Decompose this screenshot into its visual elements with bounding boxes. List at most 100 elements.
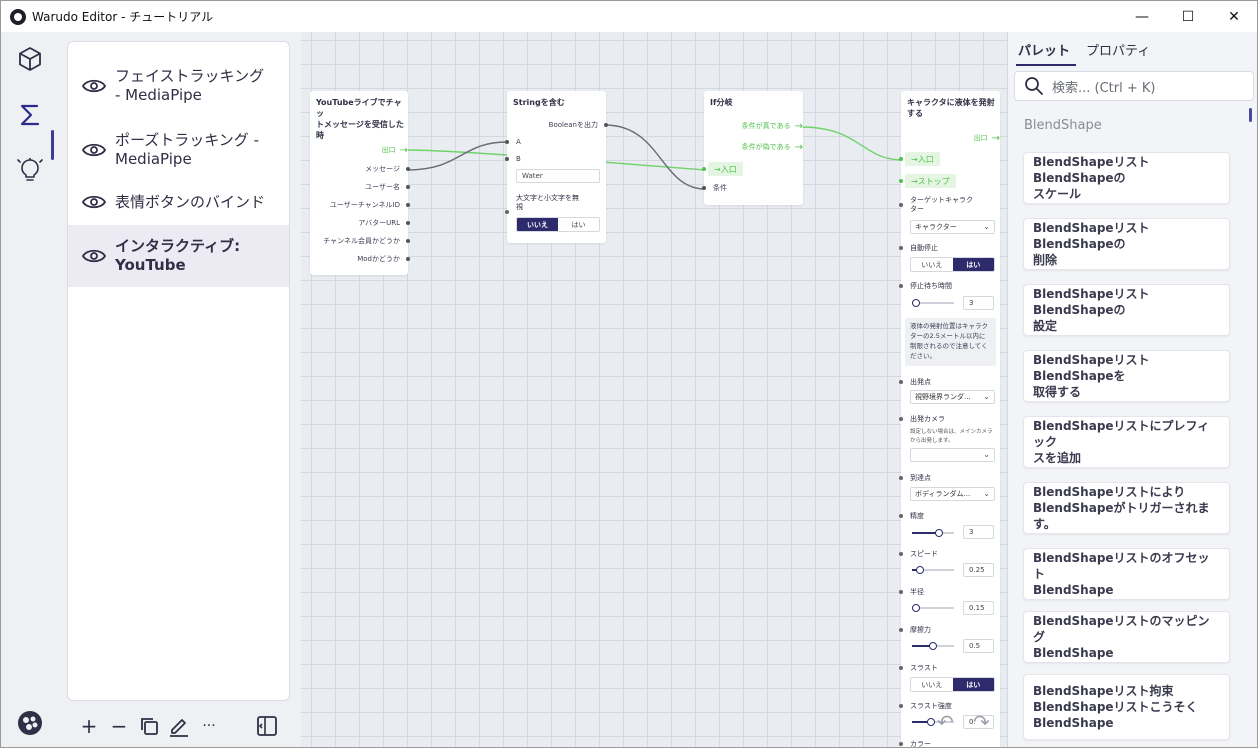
wait-time-input[interactable]: 3 xyxy=(963,296,994,310)
node-string-contains[interactable]: Stringを含む Booleanを出力 A B Water 大文字と小文字を無… xyxy=(505,91,608,243)
flow-output-port[interactable]: 出口→ xyxy=(973,132,1000,144)
flow-input-port[interactable]: → 入口 xyxy=(899,152,940,166)
data-output-port[interactable]: ユーザー名 xyxy=(365,181,410,193)
flow-output-false[interactable]: 条件が偽である→ xyxy=(741,141,803,153)
palette-item[interactable]: BlendShapeリストBlendShapeの設定 xyxy=(1023,284,1230,336)
palette-item[interactable]: BlendShapeリストBlendShapeを取得する xyxy=(1023,350,1230,402)
accuracy-input[interactable]: 3 xyxy=(963,525,994,539)
title-bar: Warudo Editor - チュートリアル — ☐ ✕ xyxy=(1,1,1257,32)
blueprint-list-panel: フェイストラッキング- MediaPipe ポーズトラッキング -MediaPi… xyxy=(67,41,290,701)
ignore-case-toggle[interactable]: いいえ はい xyxy=(516,217,600,232)
warudo-logo-icon xyxy=(18,711,42,735)
node-youtube-chat[interactable]: YouTubeライブでチャットメッセージを受信した時 出口→ メッセージ ユーザ… xyxy=(310,91,410,275)
tab-palette[interactable]: パレット xyxy=(1018,44,1071,59)
radius-slider[interactable] xyxy=(912,604,954,612)
scene-button[interactable] xyxy=(11,40,49,78)
node-canvas[interactable]: YouTubeライブでチャットメッセージを受信した時 出口→ メッセージ ユーザ… xyxy=(301,32,1008,748)
left-rail xyxy=(1,32,59,747)
stop-input-port[interactable]: → ストップ xyxy=(899,174,956,188)
string-b-input[interactable]: Water xyxy=(516,169,600,183)
speed-slider[interactable] xyxy=(912,566,954,574)
blueprint-item-face-tracking[interactable]: フェイストラッキング- MediaPipe xyxy=(68,62,289,110)
node-title: If分岐 xyxy=(710,98,733,107)
undo-icon[interactable]: ↶ xyxy=(937,710,954,734)
search-input[interactable]: 検索... (Ctrl + K) xyxy=(1014,71,1254,101)
scrollbar[interactable] xyxy=(1249,108,1252,122)
eye-icon[interactable] xyxy=(82,142,106,158)
toggle-no-option[interactable]: いいえ xyxy=(517,218,558,231)
palette-item[interactable]: BlendShapeリストにプレフィックスを追加 xyxy=(1023,416,1230,468)
thrust-strength-slider[interactable] xyxy=(912,718,954,726)
toggle-no-option[interactable]: いいえ xyxy=(911,678,953,691)
radius-input[interactable]: 0.15 xyxy=(963,601,994,615)
input-dot xyxy=(899,246,903,250)
toggle-panel-button[interactable] xyxy=(255,714,279,738)
rename-button[interactable] xyxy=(167,714,191,738)
flow-input-port[interactable]: → 入口 xyxy=(702,162,743,176)
blueprint-item-expression-binding[interactable]: 表情ボタンのバインド xyxy=(68,188,289,216)
thrust-toggle[interactable]: いいえ はい xyxy=(910,677,995,692)
friction-slider[interactable] xyxy=(912,642,954,650)
add-button[interactable]: + xyxy=(80,714,98,738)
data-output-port[interactable]: Modかどうか xyxy=(357,253,410,265)
origin-select[interactable]: 視野境界ランダ...⌄ xyxy=(910,390,995,404)
blueprint-item-pose-tracking[interactable]: ポーズトラッキング -MediaPipe xyxy=(68,126,289,174)
maximize-button[interactable]: ☐ xyxy=(1181,8,1195,25)
toggle-no-option[interactable]: いいえ xyxy=(911,258,953,271)
palette-item[interactable]: BlendShapeリストBlendShapeのスケール xyxy=(1023,152,1230,204)
node-spawn-liquid[interactable]: キャラクタに液体を発射する 出口→ → 入口 → ストップ ターゲットキャラクタ… xyxy=(899,91,1000,748)
remove-button[interactable]: − xyxy=(110,714,128,738)
condition-input-port[interactable]: 条件 xyxy=(702,182,727,194)
redo-icon[interactable]: ↷ xyxy=(973,710,990,734)
thrust-strength-input[interactable]: 0. xyxy=(963,715,994,729)
data-output-port[interactable]: チャンネル会員かどうか xyxy=(323,235,410,247)
palette-item[interactable]: BlendShapeリストBlendShapeの削除 xyxy=(1023,218,1230,270)
warudo-menu-button[interactable] xyxy=(11,704,49,742)
input-dot xyxy=(899,742,903,746)
toggle-yes-option[interactable]: はい xyxy=(558,218,599,231)
blueprint-label: 表情ボタンのバインド xyxy=(115,192,266,211)
friction-input[interactable]: 0.5 xyxy=(963,639,994,653)
toggle-yes-option[interactable]: はい xyxy=(952,678,994,691)
close-button[interactable]: ✕ xyxy=(1228,8,1240,25)
accuracy-slider[interactable] xyxy=(912,529,954,537)
data-output-port[interactable]: メッセージ xyxy=(365,163,410,175)
pencil-icon xyxy=(170,719,188,737)
auto-stop-toggle[interactable]: いいえ はい xyxy=(910,257,995,272)
eye-icon[interactable] xyxy=(82,248,106,264)
more-button[interactable]: ··· xyxy=(202,718,216,734)
node-if-branch[interactable]: If分岐 条件が真である→ 条件が偽である→ → 入口 条件 xyxy=(702,91,803,205)
blueprint-label: インタラクティブ:YouTube xyxy=(115,237,241,274)
blueprint-item-interactive-youtube[interactable]: インタラクティブ:YouTube xyxy=(68,225,289,287)
flow-output-port[interactable]: 出口→ xyxy=(381,144,408,156)
onboarding-button[interactable] xyxy=(11,152,49,190)
search-icon xyxy=(1025,77,1043,95)
eye-icon[interactable] xyxy=(82,194,106,210)
blueprint-button[interactable] xyxy=(11,96,49,134)
data-output-port[interactable]: ユーザーチャンネルID xyxy=(330,199,410,211)
wait-time-slider[interactable] xyxy=(912,299,954,307)
flow-output-true[interactable]: 条件が真である→ xyxy=(741,120,803,132)
data-input-port-a[interactable]: A xyxy=(505,136,521,148)
eye-icon[interactable] xyxy=(82,78,106,94)
input-dot xyxy=(505,210,509,214)
app-logo-icon xyxy=(10,8,26,25)
tab-underline xyxy=(1016,64,1076,66)
speed-input[interactable]: 0.25 xyxy=(963,563,994,577)
camera-select[interactable]: ⌄ xyxy=(910,448,995,462)
data-input-port-b[interactable]: B xyxy=(505,153,521,165)
destination-select[interactable]: ボディランダム...⌄ xyxy=(910,487,995,501)
toggle-yes-option[interactable]: はい xyxy=(952,258,994,271)
camera-label: 出発カメラ xyxy=(910,415,945,423)
tab-properties[interactable]: プロパティ xyxy=(1086,44,1151,59)
data-output-port[interactable]: アバターURL xyxy=(358,217,410,229)
minimize-button[interactable]: — xyxy=(1135,8,1149,25)
data-output-port[interactable]: Booleanを出力 xyxy=(549,119,608,131)
color-label: カラー xyxy=(910,740,931,748)
target-character-select[interactable]: キャラクター⌄ xyxy=(910,220,995,234)
duplicate-button[interactable] xyxy=(137,714,161,738)
